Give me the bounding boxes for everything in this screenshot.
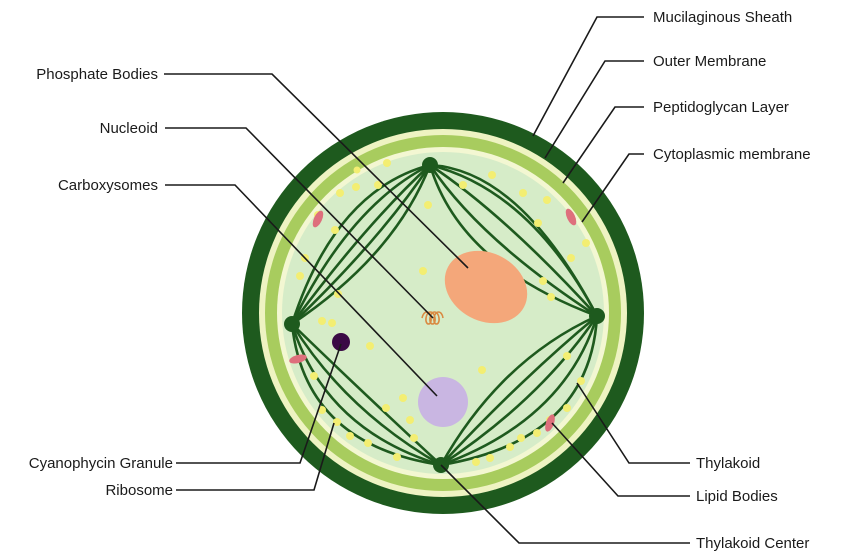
label-cytoplasmic-membrane: Cytoplasmic membrane xyxy=(653,146,811,163)
label-cyanophycin-granule: Cyanophycin Granule xyxy=(29,455,173,472)
thylakoid-center-right xyxy=(589,308,605,324)
label-carboxysomes: Carboxysomes xyxy=(58,177,158,194)
label-ribosome: Ribosome xyxy=(105,482,173,499)
label-outer-membrane: Outer Membrane xyxy=(653,53,766,70)
label-phosphate-bodies: Phosphate Bodies xyxy=(36,66,158,83)
leader-mucilaginous-sheath xyxy=(533,17,644,136)
label-thylakoid: Thylakoid xyxy=(696,455,760,472)
label-peptidoglycan-layer: Peptidoglycan Layer xyxy=(653,99,789,116)
thylakoid-center-left xyxy=(284,316,300,332)
label-thylakoid-center: Thylakoid Center xyxy=(696,535,809,552)
cyanophycin-granule xyxy=(332,333,350,351)
label-lipid-bodies: Lipid Bodies xyxy=(696,488,778,505)
thylakoid-center-top xyxy=(422,157,438,173)
leader-outer-membrane xyxy=(545,61,644,158)
label-nucleoid: Nucleoid xyxy=(100,120,158,137)
label-mucilaginous-sheath: Mucilaginous Sheath xyxy=(653,9,792,26)
